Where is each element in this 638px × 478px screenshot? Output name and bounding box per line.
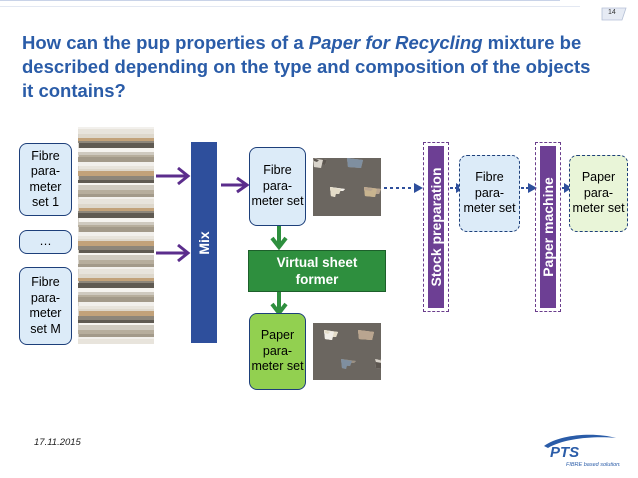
mix-output-arrow bbox=[221, 176, 250, 194]
paper-stack-photo bbox=[78, 127, 154, 344]
mid-fibre-label: Fibre para-meter set bbox=[251, 163, 304, 209]
virtual-sheet-former-label: Virtual sheet former bbox=[276, 255, 358, 287]
mix-label: Mix bbox=[196, 230, 212, 255]
mid-paper-label: Paper para-meter set bbox=[251, 328, 304, 374]
mix-input-arrows bbox=[156, 166, 191, 263]
right-paper-parameter-set: Paper para-meter set bbox=[569, 155, 628, 232]
dotted-arrow-to-stock-prep bbox=[384, 183, 423, 193]
right-fibre-parameter-set: Fibre para-meter set bbox=[459, 155, 520, 232]
fibre-parameter-set-1: Fibre para-meter set 1 bbox=[19, 143, 72, 216]
dotted-arrow-to-paper-set bbox=[562, 183, 572, 193]
page-number: 14 bbox=[608, 9, 616, 16]
title-part2: mixture be described depending on the ty… bbox=[22, 32, 591, 101]
mid-fibre-parameter-set: Fibre para-meter set bbox=[249, 147, 306, 226]
dotted-arrow-to-paper-machine bbox=[521, 183, 537, 193]
mid-paper-parameter-set: Paper para-meter set bbox=[249, 313, 306, 390]
pts-logo: PTS FIBRE based solutions bbox=[540, 432, 622, 470]
mixed-paper-photo-bottom bbox=[313, 323, 381, 380]
page-number-badge: 14 bbox=[600, 6, 628, 22]
paper-machine-bar: Paper machine bbox=[535, 142, 561, 312]
stock-preparation-label: Stock preparation bbox=[428, 167, 444, 287]
virtual-sheet-former: Virtual sheet former bbox=[248, 250, 386, 292]
paper-machine-label: Paper machine bbox=[540, 177, 556, 277]
svg-text:PTS: PTS bbox=[550, 444, 579, 461]
right-paper-label: Paper para-meter set bbox=[572, 170, 625, 216]
slide-title: How can the pup properties of a Paper fo… bbox=[22, 31, 602, 103]
ellipsis-box: … bbox=[19, 230, 72, 254]
mix-bar: Mix bbox=[191, 142, 217, 343]
header-rule-secondary bbox=[0, 6, 580, 7]
title-part1: How can the pup properties of a bbox=[22, 32, 309, 53]
fibre-parameter-set-m: Fibre para-meter set M bbox=[19, 267, 72, 345]
header-rule bbox=[0, 0, 560, 1]
ellipsis-label: … bbox=[39, 234, 52, 249]
fibre-set-m-label: Fibre para-meter set M bbox=[29, 275, 62, 336]
right-fibre-label: Fibre para-meter set bbox=[463, 170, 516, 216]
stock-preparation-bar: Stock preparation bbox=[423, 142, 449, 312]
fibre-set-1-label: Fibre para-meter set 1 bbox=[29, 148, 62, 210]
svg-text:FIBRE based solutions: FIBRE based solutions bbox=[566, 462, 620, 468]
title-italic: Paper for Recycling bbox=[308, 32, 483, 53]
arrow-to-sheet-former bbox=[270, 226, 288, 250]
mixed-paper-photo-top bbox=[313, 158, 381, 216]
footer-date: 17.11.2015 bbox=[34, 437, 81, 448]
